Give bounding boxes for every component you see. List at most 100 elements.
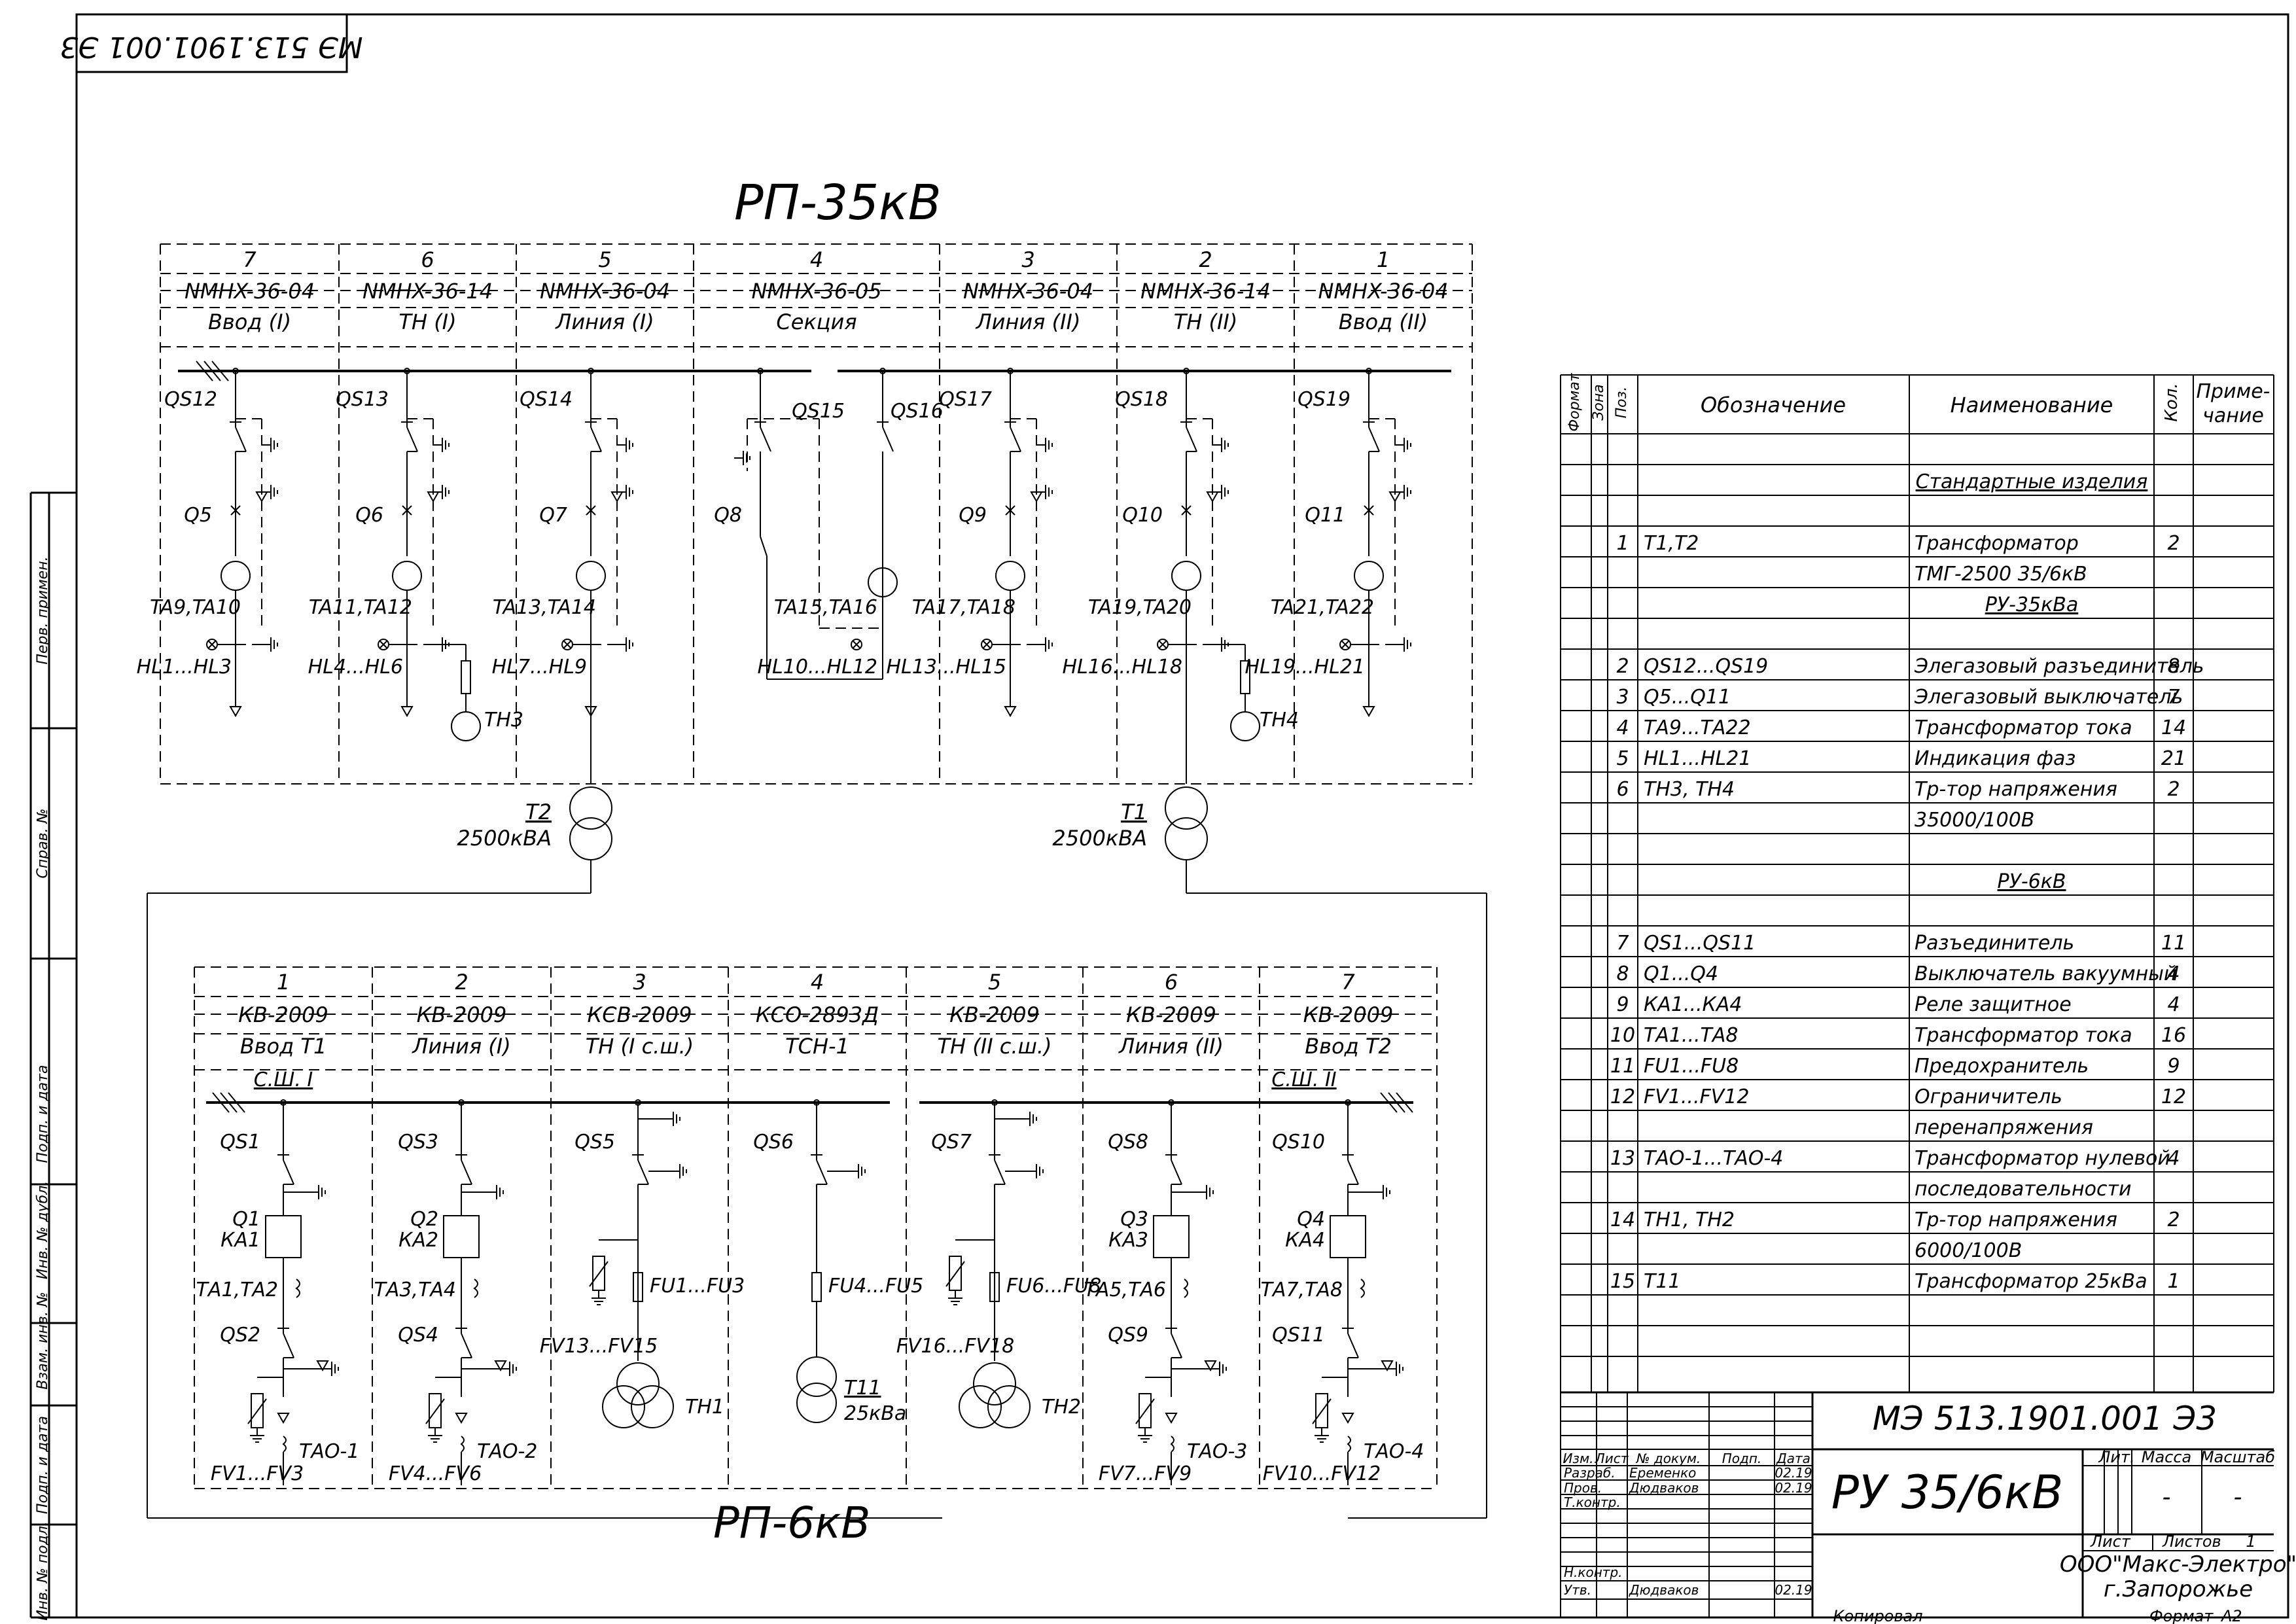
rp35-cell-type: NMHX-36-04	[185, 279, 315, 304]
spec-qty: 8	[2167, 655, 2180, 678]
spec-name: 35000/100В	[1915, 809, 2034, 832]
arrow-down	[1030, 491, 1043, 503]
rp35-qs-label: QS16	[891, 400, 944, 423]
arrow-down	[1206, 491, 1219, 503]
transformer-power: 2500кВА	[457, 826, 552, 851]
rp6-tao-label: ТАО-4	[1364, 1440, 1424, 1463]
rp6-cell-type: КСО-2893Д	[756, 1002, 879, 1027]
switch-blade	[882, 427, 894, 452]
spec-name: Выключатель вакуумный	[1915, 962, 2176, 985]
rp35-qs-label: QS12	[164, 388, 217, 411]
bus-hatch	[228, 1092, 245, 1113]
rp6-cell-number: 5	[988, 970, 1001, 995]
rp6-ta-label: ТА1,ТА2	[196, 1279, 278, 1301]
spec-designation: ТН1, ТН2	[1644, 1209, 1735, 1231]
rp6-cell-name: Линия (II)	[1118, 1034, 1224, 1059]
spec-qty: 4	[2167, 993, 2180, 1016]
voltage-transformer-icon	[959, 1385, 1002, 1428]
spec-pos: 9	[1616, 993, 1629, 1016]
rp6-fv-label: FV7...FV9	[1099, 1462, 1192, 1485]
arrow-down	[277, 1413, 290, 1424]
switch-blade	[461, 1159, 472, 1185]
tb-role: Разраб.	[1564, 1465, 1616, 1481]
switch-blade	[406, 427, 418, 452]
rp6-qs-label: QS6	[753, 1131, 794, 1154]
spec-qty: 1	[2167, 1270, 2180, 1293]
rp35-vt-label: ТН3	[484, 709, 523, 732]
arrow-down	[427, 491, 440, 503]
spec-designation: КА1...КА4	[1644, 993, 1742, 1016]
current-transformer-icon	[221, 561, 251, 591]
rp35-q-label: Q11	[1305, 504, 1345, 527]
rp35-hl-label: HL13...HL15	[886, 656, 1006, 679]
current-transformer-icon	[1171, 561, 1201, 591]
fuse-icon	[461, 660, 471, 694]
tb-role: Н.контр.	[1564, 1564, 1623, 1580]
code-stamp-text: МЭ 513.1901.001 Э3	[60, 30, 362, 63]
spec-pos: 5	[1616, 747, 1629, 770]
switch-blade	[816, 1159, 828, 1185]
rp6-tao-label: ТАО-3	[1187, 1440, 1247, 1463]
rp35-qs-label: QS13	[336, 388, 389, 411]
arrow-down	[1388, 491, 1402, 503]
rp35-hl-label: HL19...HL21	[1245, 656, 1365, 679]
outer-frame	[75, 13, 2289, 1619]
tb-org: ООО"Макс-Электро"	[2060, 1551, 2296, 1578]
current-transformer-icon	[868, 567, 898, 597]
rp6-vt-label: ТН1	[685, 1396, 724, 1419]
spec-qty: 12	[2161, 1086, 2186, 1108]
rp35-hl-label: HL1...HL3	[137, 656, 232, 679]
tb-sheets: Листов	[2162, 1532, 2221, 1551]
switch-blade	[1171, 1159, 1182, 1185]
bus-hatch	[220, 1092, 238, 1113]
switch-blade	[1171, 1333, 1182, 1358]
switch-blade	[235, 427, 247, 452]
ct-coil	[295, 1279, 300, 1298]
tb-role: Утв.	[1564, 1582, 1591, 1598]
rp6-ta-label: ТА5,ТА6	[1084, 1279, 1166, 1301]
side-stamp-label: Взам. инв. №	[35, 1292, 51, 1389]
rp6-cell-type: КВ-2009	[417, 1002, 507, 1027]
tao-coil	[1347, 1436, 1351, 1453]
voltage-transformer-icon	[631, 1385, 674, 1428]
rp6-title: РП-6кВ	[713, 1498, 870, 1548]
rp6-cell-name: ТН (I с.ш.)	[586, 1034, 694, 1059]
spec-designation: QS12...QS19	[1644, 655, 1768, 678]
rp6-q-label: Q4	[1297, 1208, 1325, 1231]
spec-name: Ограничитель	[1915, 1086, 2062, 1108]
spec-section: Стандартные изделия	[1916, 470, 2148, 493]
spec-pos: 2	[1616, 655, 1629, 678]
bus-hatch	[203, 361, 221, 381]
rp6-tao-label: ТАО-2	[477, 1440, 537, 1463]
spec-header: чание	[2202, 404, 2264, 427]
spec-qty: 7	[2167, 686, 2180, 709]
bus-hatch	[1388, 1092, 1405, 1113]
arrow-down	[455, 1413, 468, 1424]
rp35-q-label: Q8	[714, 504, 742, 527]
rp35-cell-number: 4	[810, 247, 823, 272]
spec-name: ТМГ-2500 35/6кВ	[1915, 563, 2087, 586]
arrow-down	[1381, 1360, 1394, 1372]
spec-qty: 2	[2167, 778, 2180, 801]
breaker-box	[1330, 1215, 1366, 1258]
spec-designation: HL1...HL21	[1644, 747, 1751, 770]
tb-city: г.Запорожье	[2104, 1576, 2253, 1602]
rp35-ta-label: TA17,TA18	[912, 596, 1016, 619]
rp35-ta-label: TA9,TA10	[150, 596, 241, 619]
transformer-power: 2500кВА	[1052, 826, 1147, 851]
breaker-box	[265, 1215, 302, 1258]
current-transformer-icon	[392, 561, 422, 591]
spec-designation: ТН3, ТН4	[1644, 778, 1735, 801]
switch-blade	[1347, 1333, 1359, 1358]
spec-designation: QS1...QS11	[1644, 932, 1756, 955]
rp6-qs-label: QS4	[398, 1324, 438, 1347]
spec-qty: 9	[2167, 1055, 2180, 1078]
side-stamp-label: Справ. №	[35, 808, 51, 878]
spec-header: Формат	[1566, 372, 1583, 431]
spec-section: РУ-35кВа	[1985, 593, 2078, 616]
switch-blade	[637, 1159, 649, 1185]
rp35-ta-label: TA13,TA14	[493, 596, 596, 619]
arrester-slash	[945, 1261, 965, 1287]
